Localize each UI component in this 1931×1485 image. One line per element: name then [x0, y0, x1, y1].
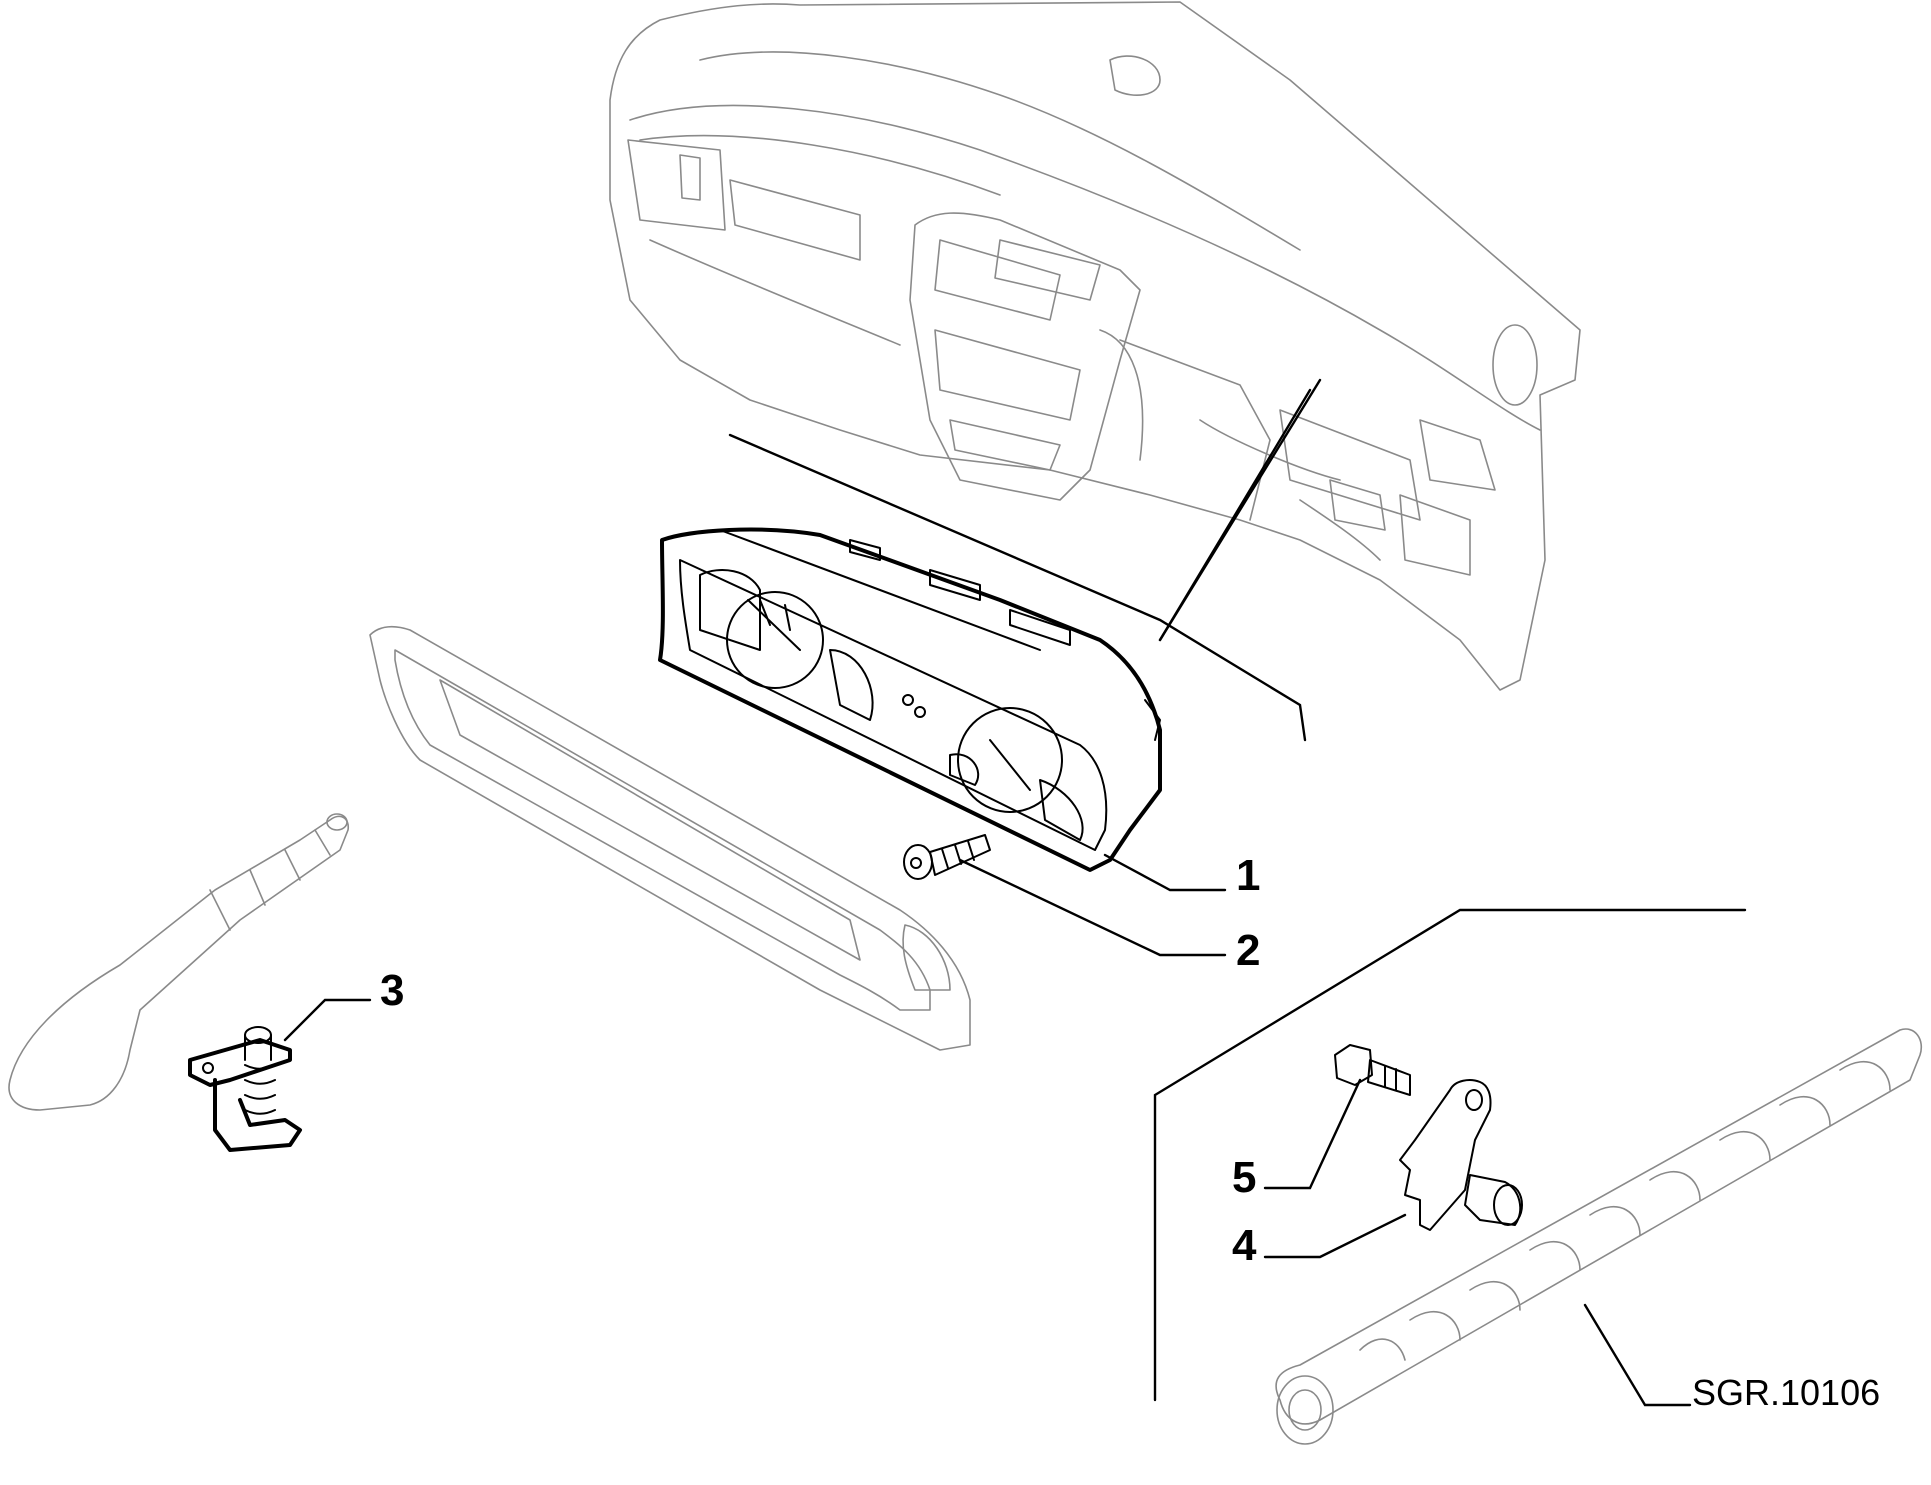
instrument-bezel — [369, 625, 971, 1051]
callout-2: 2 — [1236, 926, 1260, 975]
leader-lines — [283, 378, 1747, 1407]
bolt — [1334, 1044, 1411, 1096]
callout-5: 5 — [1232, 1153, 1256, 1202]
screw — [903, 834, 991, 880]
reference-code: SGR.10106 — [1692, 1372, 1880, 1413]
callout-3: 3 — [380, 966, 404, 1015]
camshaft — [1275, 1028, 1922, 1445]
callout-1: 1 — [1236, 851, 1260, 900]
handbrake-lever — [8, 813, 350, 1111]
callout-4: 4 — [1232, 1221, 1257, 1270]
instrument-cluster — [658, 527, 1162, 872]
handbrake-switch — [188, 1026, 302, 1152]
dashboard-outline — [609, 1, 1581, 691]
sensor — [1399, 1079, 1523, 1231]
